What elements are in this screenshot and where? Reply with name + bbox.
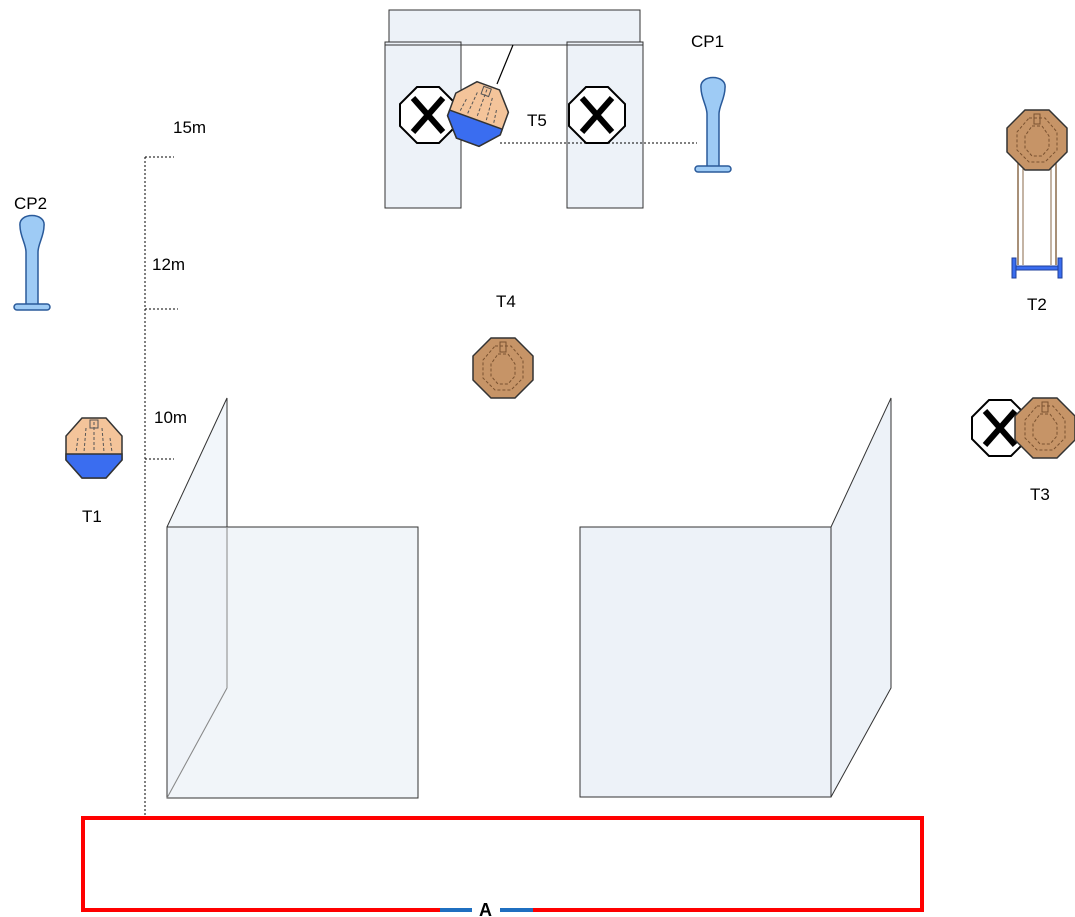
right-wall bbox=[579, 397, 892, 798]
target-label-t5: T5 bbox=[527, 111, 547, 130]
target-label-t2: T2 bbox=[1027, 295, 1047, 314]
popper-label-cp1: CP1 bbox=[691, 32, 724, 51]
target-label-t4: T4 bbox=[496, 292, 516, 311]
start-position-box: A bbox=[81, 816, 924, 917]
target-t2-swinger bbox=[1006, 109, 1068, 279]
target-label-t1: T1 bbox=[82, 507, 102, 526]
target-label-t3: T3 bbox=[1030, 485, 1050, 504]
popper-cp1 bbox=[694, 76, 732, 173]
distance-label-12m: 12m bbox=[152, 255, 185, 274]
target-t4 bbox=[472, 337, 534, 399]
popper-cp2 bbox=[13, 214, 51, 311]
no-shoot-icon bbox=[569, 87, 625, 143]
target-t1 bbox=[65, 417, 123, 479]
distance-label-10m: 10m bbox=[154, 408, 187, 427]
target-t3 bbox=[1014, 397, 1075, 459]
left-wall bbox=[166, 397, 419, 799]
popper-label-cp2: CP2 bbox=[14, 194, 47, 213]
distance-scale: 15m 12m 10m bbox=[144, 118, 206, 820]
start-position-label: A bbox=[479, 900, 492, 917]
distance-label-15m: 15m bbox=[173, 118, 206, 137]
